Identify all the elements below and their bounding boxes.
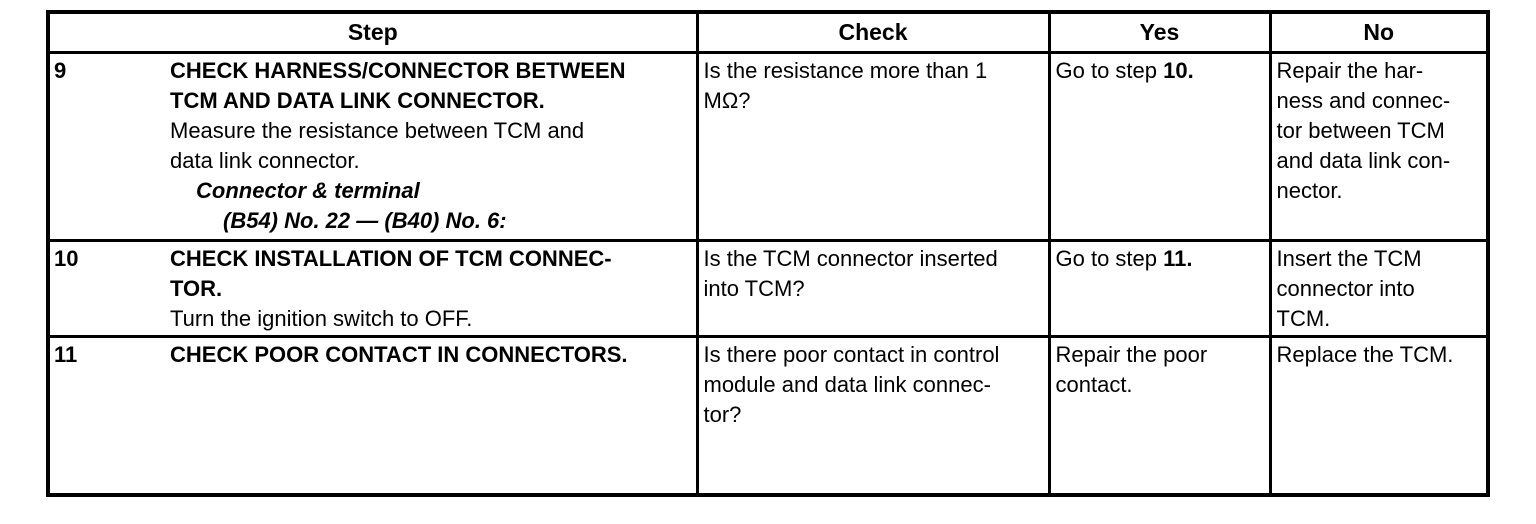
step-number: 11	[54, 341, 78, 367]
header-row: Step Check Yes No	[46, 10, 1490, 54]
no-text: Insert the TCM connector into TCM.	[1276, 245, 1422, 331]
check-text: Is there poor contact in control module …	[703, 341, 1000, 427]
table-row-step-11: 11 CHECK POOR CONTACT IN CONNECTORS. Is …	[46, 334, 1490, 497]
diagnostic-table: Step Check Yes No 9 CHECK HARNESS/CONNEC…	[46, 10, 1490, 497]
connector-terminal-label: Connector & terminal	[196, 177, 420, 203]
step-title: CHECK INSTALLATION OF TCM CONNEC- TOR.	[170, 245, 612, 301]
step-number: 10	[54, 245, 79, 271]
step-instruction: Measure the resistance between TCM and d…	[170, 117, 585, 173]
step-cell: 9 CHECK HARNESS/CONNECTOR BETWEEN TCM AN…	[46, 50, 699, 242]
no-text: Replace the TCM.	[1276, 341, 1454, 367]
check-text: Is the TCM connector inserted into TCM?	[703, 245, 998, 301]
yes-step-ref: 10.	[1163, 57, 1194, 83]
column-header-yes: Yes	[1047, 10, 1272, 54]
table-row-step-9: 9 CHECK HARNESS/CONNECTOR BETWEEN TCM AN…	[46, 50, 1490, 242]
yes-text: Go to step	[1055, 245, 1164, 271]
check-cell: Is the TCM connector inserted into TCM?	[695, 238, 1051, 338]
step-title: CHECK POOR CONTACT IN CONNECTORS.	[170, 341, 628, 367]
yes-step-ref: 11.	[1163, 245, 1193, 271]
check-cell: Is the resistance more than 1 MΩ?	[695, 50, 1051, 242]
step-cell: 11 CHECK POOR CONTACT IN CONNECTORS.	[46, 334, 699, 497]
table-row-step-10: 10 CHECK INSTALLATION OF TCM CONNEC- TOR…	[46, 238, 1490, 338]
step-number: 9	[54, 57, 67, 83]
no-cell: Insert the TCM connector into TCM.	[1268, 238, 1490, 338]
step-cell: 10 CHECK INSTALLATION OF TCM CONNEC- TOR…	[46, 238, 699, 338]
no-cell: Repair the har- ness and connec- tor bet…	[1268, 50, 1490, 242]
no-cell: Replace the TCM.	[1268, 334, 1490, 497]
no-text: Repair the har- ness and connec- tor bet…	[1276, 57, 1451, 203]
step-instruction: Turn the ignition switch to OFF.	[170, 305, 473, 331]
check-cell: Is there poor contact in control module …	[695, 334, 1051, 497]
yes-text: Repair the poor contact.	[1055, 341, 1208, 397]
yes-text: Go to step	[1055, 57, 1164, 83]
column-header-check: Check	[695, 10, 1051, 54]
check-text: Is the resistance more than 1 MΩ?	[703, 57, 988, 113]
column-header-step: Step	[46, 10, 699, 54]
yes-cell: Repair the poor contact.	[1047, 334, 1272, 497]
yes-cell: Go to step 10.	[1047, 50, 1272, 242]
column-header-no: No	[1268, 10, 1490, 54]
connector-terminal-value: (B54) No. 22 — (B40) No. 6:	[223, 207, 507, 233]
yes-cell: Go to step 11.	[1047, 238, 1272, 338]
step-title: CHECK HARNESS/CONNECTOR BETWEEN TCM AND …	[170, 57, 626, 113]
